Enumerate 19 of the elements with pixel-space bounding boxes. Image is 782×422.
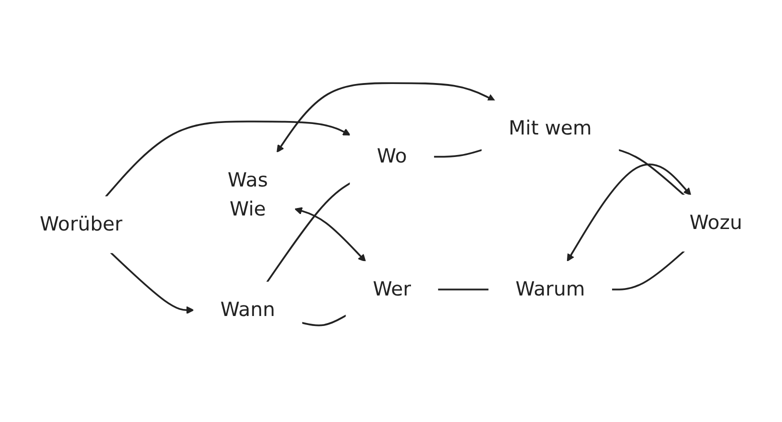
node-text: Warum — [516, 278, 585, 301]
connector — [438, 289, 489, 291]
node-text: Wer — [372, 278, 412, 301]
arrow — [105, 121, 351, 198]
connector — [302, 314, 347, 327]
connector — [612, 250, 685, 291]
node-text: Wo — [376, 146, 407, 168]
connector — [266, 182, 351, 284]
node-text: Mit wem — [508, 118, 592, 140]
arrow — [110, 252, 194, 314]
connector — [434, 149, 482, 158]
arrow — [566, 164, 692, 262]
arrow — [276, 82, 496, 154]
connector — [618, 149, 685, 196]
node-text: Wann — [220, 299, 276, 322]
node-text: Worüber — [40, 214, 123, 236]
arrow — [294, 208, 366, 262]
node-text: Was Wie — [228, 170, 268, 222]
node-text: Wozu — [689, 212, 742, 235]
